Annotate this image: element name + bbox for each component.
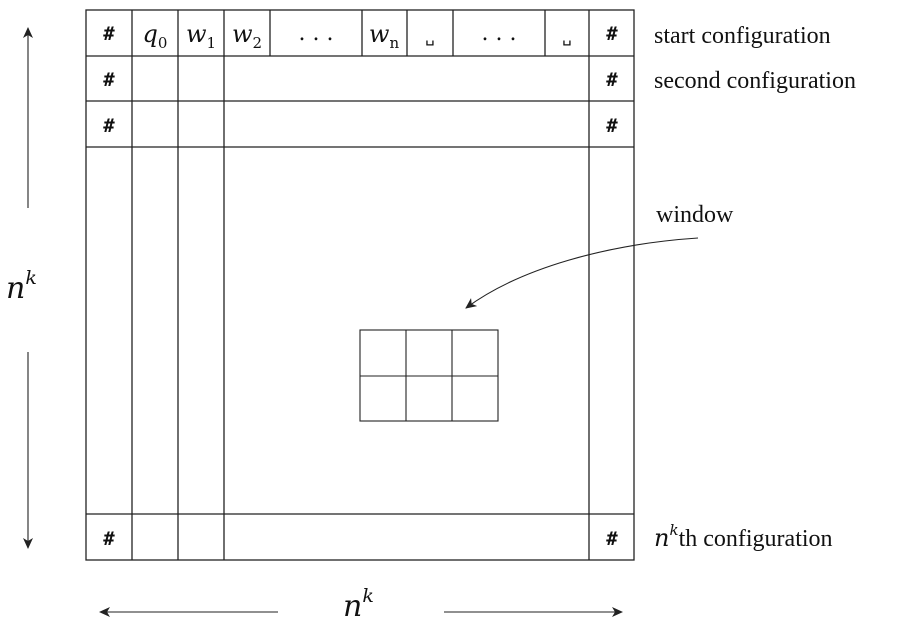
blank-symbol: ␣ xyxy=(425,27,435,46)
label-nk-base: n xyxy=(654,524,669,552)
vertical-dimension-label: nk xyxy=(6,267,37,306)
label-nk-configuration: nkth configuration xyxy=(654,521,833,552)
label-start-configuration: start configuration xyxy=(654,23,831,49)
horizontal-dimension-exponent: k xyxy=(362,585,374,607)
hash-symbol: # xyxy=(103,115,115,137)
vertical-dimension-base: n xyxy=(6,271,25,306)
cell-w2: w2 xyxy=(232,20,262,52)
cell-q0: q0 xyxy=(143,20,168,52)
hash-symbol: # xyxy=(606,23,618,45)
w-symbol: w xyxy=(232,20,253,48)
vertical-dimension-exponent: k xyxy=(25,267,37,289)
w-symbol: w xyxy=(186,20,207,48)
w1-subscript: 1 xyxy=(207,34,217,52)
hash-symbol: # xyxy=(606,69,618,91)
w-symbol: w xyxy=(369,20,390,48)
hash-symbol: # xyxy=(606,528,618,550)
tableau-frame xyxy=(85,9,635,561)
label-nk-text: th configuration xyxy=(679,526,833,552)
horizontal-dimension-label: nk xyxy=(343,585,374,624)
w2-subscript: 2 xyxy=(253,34,263,52)
window-arrow xyxy=(465,237,699,309)
hash-symbol: # xyxy=(103,528,115,550)
horizontal-dimension-base: n xyxy=(343,589,362,624)
hash-symbol: # xyxy=(606,115,618,137)
q-symbol: q xyxy=(143,20,158,48)
cell-w1: w1 xyxy=(186,20,216,52)
ellipsis-right: . . . xyxy=(482,21,517,46)
hash-symbol: # xyxy=(103,69,115,91)
label-nk-exponent: k xyxy=(669,521,678,539)
hash-symbol: # xyxy=(103,23,115,45)
wn-subscript: n xyxy=(389,34,399,52)
ellipsis-left: . . . xyxy=(299,21,334,46)
blank-symbol: ␣ xyxy=(562,27,572,46)
q-subscript: 0 xyxy=(158,34,168,52)
cell-wn: wn xyxy=(369,20,400,52)
label-window: window xyxy=(656,202,734,228)
label-second-configuration: second configuration xyxy=(654,68,856,94)
